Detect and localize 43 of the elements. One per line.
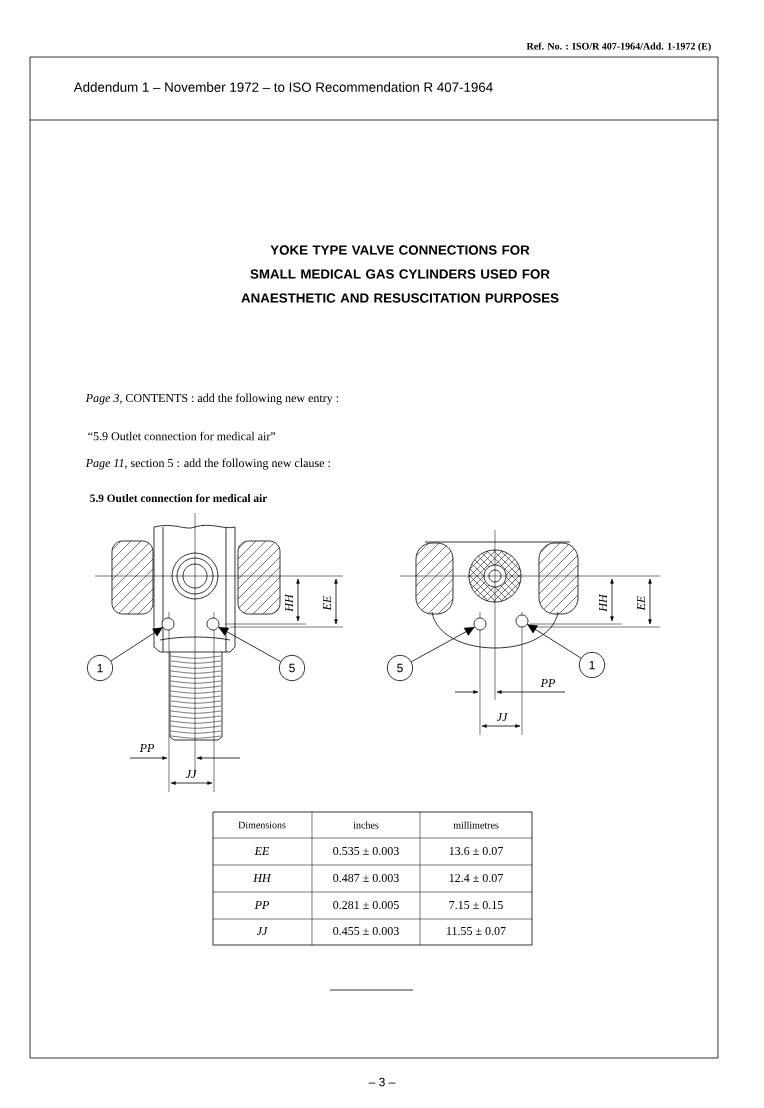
table-cell: PP	[254, 901, 270, 909]
table-cell: millimetres	[453, 821, 499, 829]
reference-number: Ref. No. : ISO/R 407-1964/Add. 1-1972 (E)	[526, 42, 711, 52]
leader-line	[411, 626, 475, 663]
hole	[473, 617, 487, 631]
table-cell: inches	[353, 821, 379, 829]
table-cell: 0.455 ± 0.003	[333, 926, 399, 936]
dimension-label: PP	[540, 679, 555, 687]
dimension-label: EE	[637, 595, 645, 611]
entry-text: “5.9 Outlet connection for medical air”	[88, 431, 276, 441]
dimension-label: HH	[599, 593, 607, 612]
table-cell: HH	[253, 874, 272, 882]
table-cell: 7.15 ± 0.15	[449, 900, 503, 910]
table-cell: 13.6 ± 0.07	[449, 846, 503, 856]
table-cell: JJ	[256, 927, 268, 935]
leader-line	[218, 626, 281, 663]
callout-number: 1	[86, 654, 114, 682]
table-cell: EE	[254, 847, 270, 855]
dimension-label: PP	[139, 744, 155, 752]
hole	[161, 617, 175, 631]
clause-heading: 5.9 Outlet connection for medical air	[90, 493, 267, 503]
callout-number: 1	[578, 651, 606, 679]
table-cell: Dimensions	[238, 821, 286, 829]
hole	[206, 617, 220, 631]
callout-number: 5	[278, 654, 306, 682]
leader-line	[110, 627, 163, 662]
instruction-text: Page 11, section 5 : add the following new clause :	[85, 458, 330, 470]
dimension-label: EE	[323, 595, 331, 611]
dimension-label: JJ	[496, 713, 508, 721]
instruction-text: Page 3, CONTENTS : add the following new entry :	[85, 393, 339, 405]
table-cell: 0.487 ± 0.003	[333, 873, 399, 883]
table-cell: 0.535 ± 0.003	[333, 846, 399, 856]
dimension-label: JJ	[185, 770, 197, 778]
table-cell: 11.55 ± 0.07	[446, 926, 506, 936]
page-number: – 3 –	[368, 1077, 396, 1087]
callout-number: 5	[386, 654, 414, 682]
hole	[515, 614, 529, 628]
table-cell: 0.281 ± 0.005	[333, 900, 399, 910]
title: YOKE TYPE VALVE CONNECTIONS FOR SMALL MEDICAL GAS CYLINDERS USED FOR ANAESTHETIC AND RESUSCITATION PURPOSES	[241, 245, 559, 303]
table-cell: 12.4 ± 0.07	[449, 873, 503, 883]
header-text: Addendum 1 – November 1972 – to ISO Recommendation R 407-1964	[73, 82, 493, 92]
dimension-label: HH	[285, 593, 293, 612]
leader-line	[527, 624, 582, 659]
